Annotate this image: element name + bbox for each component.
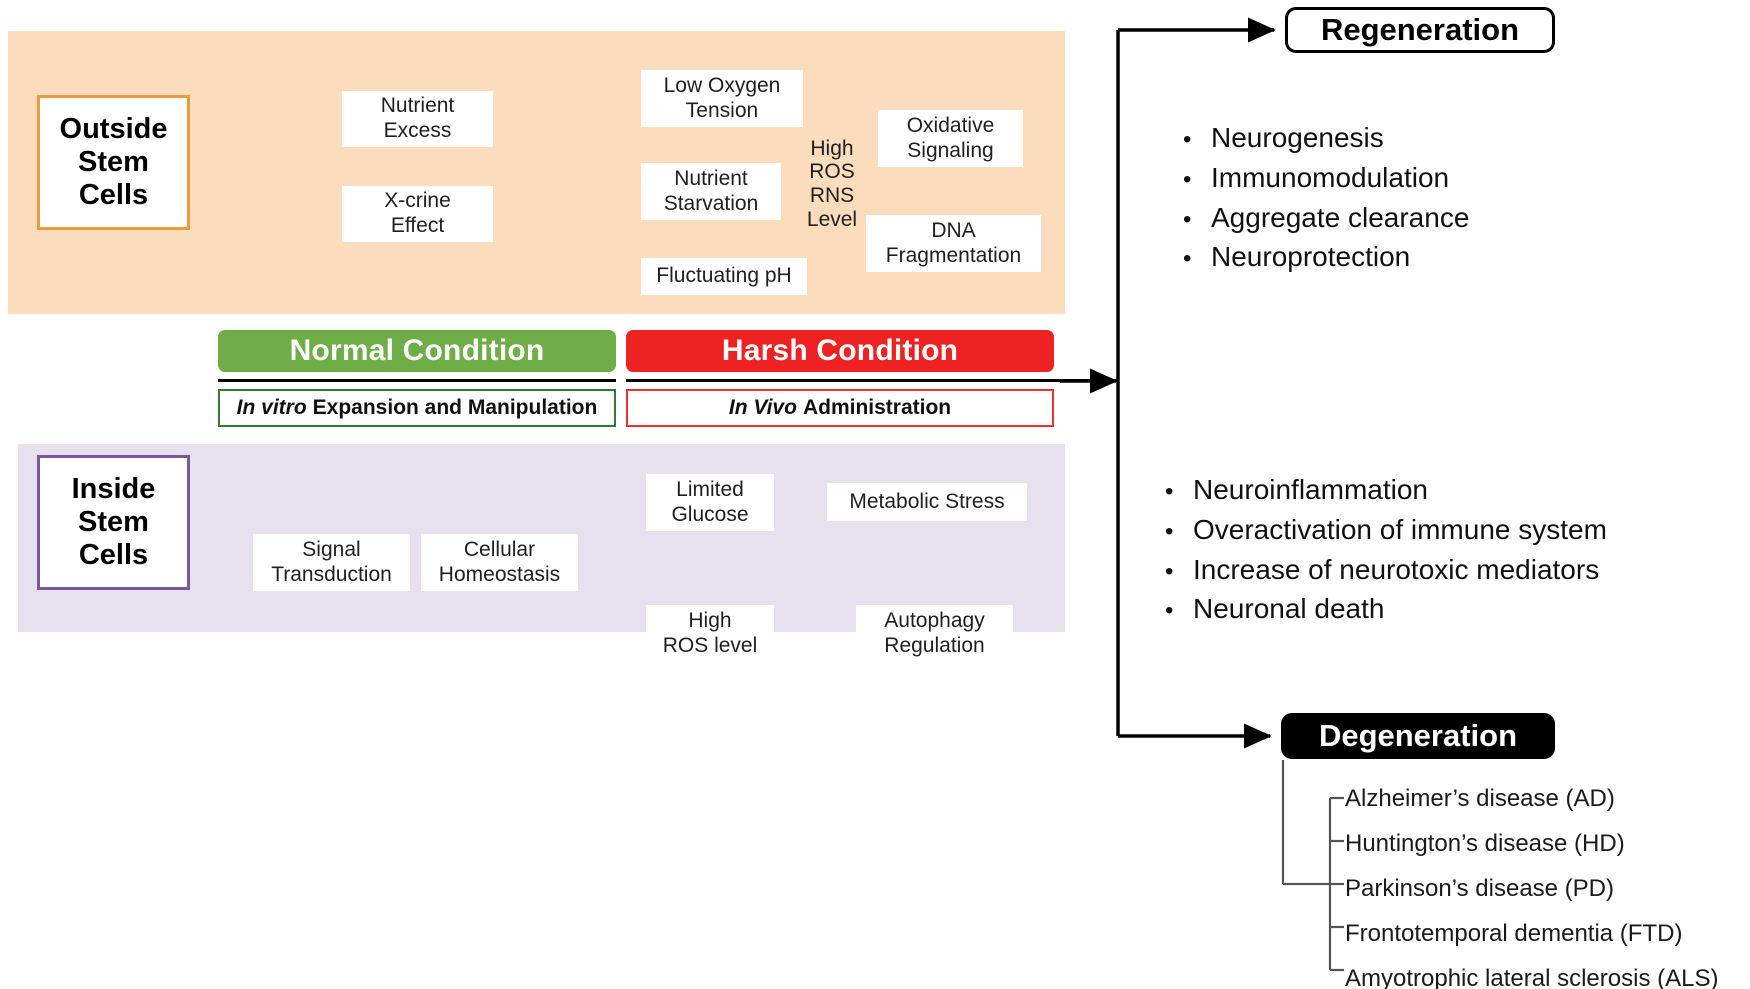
list-item: • Aggregate clearance: [1183, 198, 1469, 238]
list-item: • Immunomodulation: [1183, 158, 1469, 198]
in-vivo-emphasis: In Vivo: [728, 396, 797, 419]
factor-box-signal-transduction: Signal Transduction: [253, 534, 410, 591]
list-item: Huntington’s disease (HD): [1345, 821, 1718, 866]
list-item: Alzheimer’s disease (AD): [1345, 776, 1718, 821]
divider-rule-left: [218, 379, 616, 382]
in-vitro-rest: Expansion and Manipulation: [312, 396, 598, 419]
bullet-dot-icon: •: [1165, 478, 1174, 505]
list-item-label: Increase of neurotoxic mediators: [1193, 553, 1600, 585]
factor-box-cellular-homeostasis: Cellular Homeostasis: [421, 534, 578, 591]
factor-box-oxidative-signaling: Oxidative Signaling: [878, 110, 1023, 167]
list-item: • Neuroinflammation: [1165, 470, 1607, 510]
harsh-condition-bar[interactable]: Harsh Condition: [626, 330, 1054, 372]
list-item: • Increase of neurotoxic mediators: [1165, 550, 1607, 590]
list-item-label: Parkinson’s disease (PD): [1345, 874, 1615, 902]
bullet-dot-icon: •: [1165, 597, 1174, 625]
divider-rule-right: [626, 379, 1118, 382]
regeneration-box[interactable]: Regeneration: [1285, 7, 1555, 53]
factor-label-high-ros-rns-level: High ROS RNS Level: [806, 136, 858, 231]
list-item-label: Neuroprotection: [1211, 241, 1411, 273]
factor-box-metabolic-stress: Metabolic Stress: [827, 483, 1027, 521]
in-vitro-emphasis: In vitro: [236, 396, 307, 419]
factor-box-limited-glucose: Limited Glucose: [646, 474, 774, 531]
bullet-dot-icon: •: [1165, 517, 1174, 545]
factor-box-nutrient-starvation: Nutrient Starvation: [641, 163, 781, 220]
list-item: • Overactivation of immune system: [1165, 510, 1607, 550]
in-vitro-administration-box: In vitro Expansion and Manipulation: [218, 389, 616, 427]
disease-list: Alzheimer’s disease (AD) Huntington’s di…: [1345, 776, 1718, 989]
factor-box-low-oxygen-tension: Low Oxygen Tension: [641, 70, 803, 127]
outside-stem-cells-anchor: Outside Stem Cells: [37, 95, 190, 230]
factor-box-autophagy-regulation: Autophagy Regulation: [856, 605, 1013, 662]
list-item: Frontotemporal dementia (FTD): [1345, 911, 1718, 956]
in-vivo-administration-box: In Vivo Administration: [626, 389, 1054, 427]
factor-box-dna-fragmentation: DNA Fragmentation: [866, 215, 1041, 272]
bullet-dot-icon: •: [1183, 126, 1192, 153]
bullet-dot-icon: •: [1165, 557, 1174, 585]
list-item-label: Aggregate clearance: [1211, 201, 1470, 233]
list-item-label: Immunomodulation: [1211, 161, 1450, 193]
list-item: Amyotrophic lateral sclerosis (ALS): [1345, 956, 1718, 989]
list-item-label: Neurogenesis: [1211, 122, 1384, 153]
list-item-label: Neuroinflammation: [1193, 474, 1428, 505]
degeneration-box[interactable]: Degeneration: [1281, 713, 1555, 759]
list-item-label: Huntington’s disease (HD): [1345, 829, 1625, 857]
list-item: • Neuroprotection: [1183, 237, 1469, 277]
factor-box-nutrient-excess: Nutrient Excess: [342, 91, 493, 147]
regeneration-bullet-list: • Neurogenesis • Immunomodulation • Aggr…: [1183, 118, 1469, 277]
list-item: • Neuronal death: [1165, 589, 1607, 629]
list-item-label: Frontotemporal dementia (FTD): [1345, 919, 1683, 947]
normal-condition-bar[interactable]: Normal Condition: [218, 330, 616, 372]
list-item: • Neurogenesis: [1183, 118, 1469, 158]
in-vivo-rest: Administration: [802, 396, 952, 419]
bullet-dot-icon: •: [1183, 205, 1192, 233]
bullet-dot-icon: •: [1183, 245, 1192, 273]
factor-box-x-crine-effect: X-crine Effect: [342, 186, 493, 242]
bullet-dot-icon: •: [1183, 165, 1192, 193]
inside-stem-cells-anchor: Inside Stem Cells: [37, 455, 190, 590]
factor-box-fluctuating-ph: Fluctuating pH: [641, 258, 807, 295]
list-item-label: Overactivation of immune system: [1193, 513, 1607, 545]
degeneration-bullet-list: • Neuroinflammation • Overactivation of …: [1165, 470, 1607, 629]
factor-box-high-ros-level: High ROS level: [646, 605, 774, 662]
list-item: Parkinson’s disease (PD): [1345, 866, 1718, 911]
wire-disease-bracket: [1281, 760, 1344, 972]
list-item-label: Neuronal death: [1193, 593, 1385, 625]
list-item-label: Alzheimer’s disease (AD): [1345, 784, 1615, 812]
list-item-label: Amyotrophic lateral sclerosis (ALS): [1345, 964, 1719, 989]
